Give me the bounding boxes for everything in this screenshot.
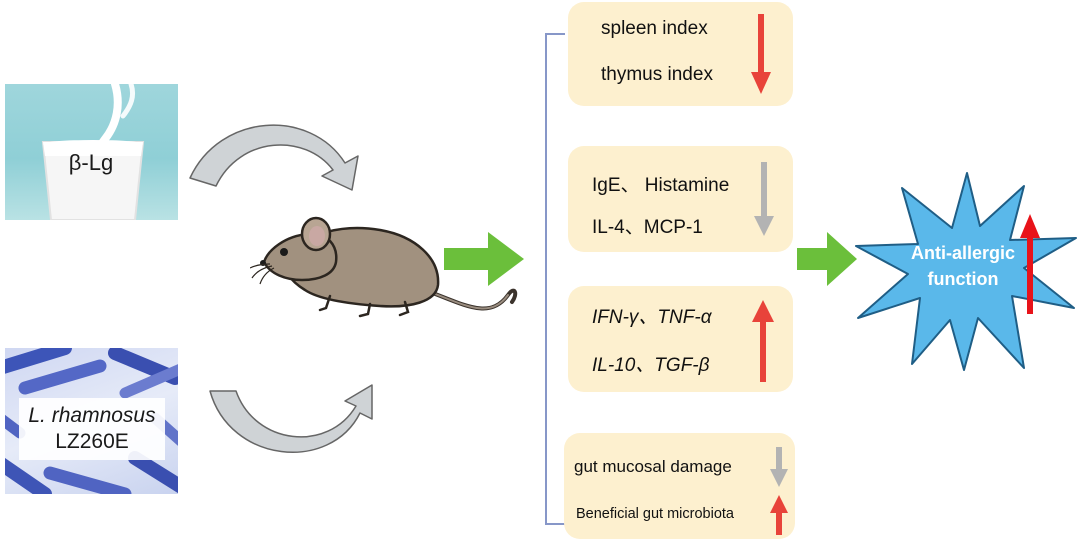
down-arrow-icon: [754, 162, 774, 236]
green-arrow-to-results-icon: [444, 232, 524, 286]
results-bracket: [545, 33, 565, 525]
up-arrow-icon: [752, 300, 774, 382]
bacteria-illustration: [5, 348, 178, 494]
bacteria-panel: L. rhamnosus LZ260E: [5, 348, 178, 494]
result-line: thymus index: [601, 64, 713, 85]
result-line: IFN-γ、TNF-α: [592, 307, 712, 328]
result-card-cytokines: IFN-γ、TNF-α IL-10、TGF-β: [568, 286, 793, 392]
result-card-allergy-markers: IgE、 Histamine IL-4、MCP-1: [568, 146, 793, 252]
result-line: Beneficial gut microbiota: [576, 506, 734, 522]
curved-arrow-top-icon: [189, 124, 359, 191]
strain-species: L. rhamnosus: [28, 404, 156, 427]
outcome-label: Anti-allergic function: [880, 240, 1046, 292]
up-arrow-icon: [770, 495, 788, 535]
up-arrow-icon: [1020, 214, 1040, 314]
strain-label: L. rhamnosus LZ260E: [19, 398, 165, 460]
result-line: spleen index: [601, 18, 708, 39]
outcome-line-1: Anti-allergic: [910, 243, 1016, 263]
down-arrow-icon: [770, 447, 788, 487]
result-line: IL-10、TGF-β: [592, 355, 710, 376]
curved-arrow-bottom-icon: [209, 384, 373, 453]
green-arrow-to-outcome-icon: [797, 232, 857, 286]
strain-code: LZ260E: [55, 430, 129, 453]
down-arrow-icon: [751, 14, 771, 94]
mouse-illustration: [250, 216, 518, 318]
result-line: gut mucosal damage: [574, 457, 732, 476]
result-card-organ-index: spleen index thymus index: [568, 2, 793, 106]
beta-lg-panel: β-Lg: [5, 84, 178, 220]
result-card-gut: gut mucosal damage Beneficial gut microb…: [564, 433, 795, 539]
beta-lg-label: β-Lg: [68, 150, 114, 175]
result-line: IgE、 Histamine: [592, 175, 730, 196]
milk-glass-illustration: [41, 84, 145, 220]
result-line: IL-4、MCP-1: [592, 217, 703, 238]
outcome-line-2: function: [927, 269, 999, 289]
